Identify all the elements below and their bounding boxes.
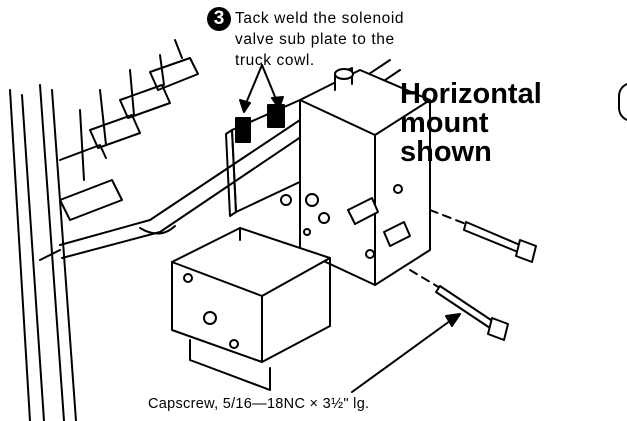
step-instruction-line-3: truck cowl. bbox=[235, 52, 315, 69]
step-instruction-line-1: Tack weld the solenoid bbox=[235, 10, 405, 27]
capscrew-caption: Capscrew, 5/16—18NC × 3½" lg. bbox=[148, 396, 370, 412]
mount-orientation-heading: Horizontal mount shown bbox=[400, 80, 542, 167]
step-instruction-line-2: valve sub plate to the bbox=[235, 31, 395, 48]
step-instruction: Tack weld the solenoid valve sub plate t… bbox=[235, 8, 475, 71]
step-number-badge: 3 bbox=[207, 7, 231, 31]
heading-line-2: mount bbox=[400, 107, 489, 139]
capscrew-leader-arrow bbox=[351, 313, 461, 393]
heading-line-3: shown bbox=[400, 136, 492, 168]
capscrews bbox=[409, 209, 537, 341]
sub-plate bbox=[225, 99, 305, 217]
valve-body bbox=[280, 67, 431, 286]
weld-callout-arrows bbox=[239, 64, 284, 113]
truck-cowl bbox=[9, 39, 401, 421]
heading-line-1: Horizontal bbox=[400, 78, 542, 110]
solenoid-coil bbox=[171, 227, 331, 391]
